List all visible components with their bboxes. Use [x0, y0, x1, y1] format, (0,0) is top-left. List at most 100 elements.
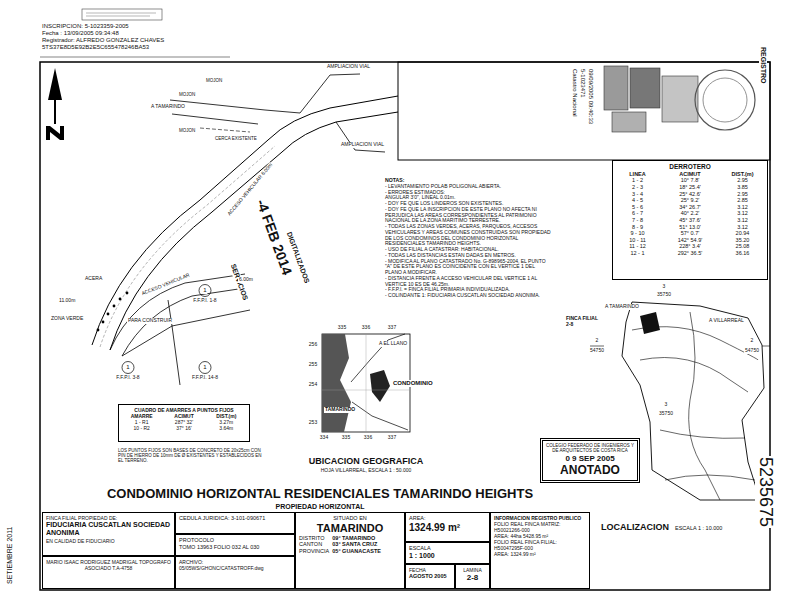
location-map-label: 254	[308, 382, 318, 388]
plan-label: AMPLIACION VIAL	[340, 142, 385, 148]
plan-label: AMPLIACION VIAL	[326, 64, 371, 70]
box-text: 1324.99 m²	[409, 522, 486, 534]
location-map-label: 335	[341, 435, 351, 441]
box-text: 2.95	[721, 191, 764, 198]
box-text: FECHA	[409, 567, 451, 573]
box-text: TAMARINDO	[299, 522, 401, 535]
box-text: 09° TAMARINDO	[332, 535, 401, 542]
file-cell: ARCHIVO:05/05WS/GHONC/CATASTROFF.dwg	[175, 556, 295, 589]
margin-date: SETIEMBRE 2011	[6, 526, 14, 585]
box-text: TOMO 13963 FOLIO 032 AL 030	[179, 544, 291, 551]
cadastre-stamp-text: REGISTRO	[759, 46, 767, 85]
protocol-cell: PROTOCOLOTOMO 13963 FOLIO 032 AL 030	[175, 534, 295, 556]
plan-label: MOJON	[178, 92, 196, 97]
lot-callout-circle	[122, 362, 134, 374]
stamp-underline	[40, 57, 230, 58]
plan-label: MOJON	[205, 78, 223, 83]
subject-lot	[640, 312, 660, 334]
box-text: 12 - 1	[616, 250, 659, 257]
sheet-frame	[40, 62, 770, 590]
plan-label: CERCA EXISTENTE	[214, 136, 258, 141]
box-text: ESCALA	[409, 545, 486, 552]
box-text: 3.85	[721, 184, 764, 191]
box-text: 6 - 7	[616, 210, 659, 217]
plan-label: 11.00m	[58, 298, 76, 304]
localization-map-label: 35750	[656, 292, 672, 298]
localization-map-label: LOCALIZACION	[600, 522, 670, 532]
cadastre-stamp-text: Catastro Nacional	[571, 68, 578, 118]
road-edge	[92, 96, 398, 345]
localization-map-label: A TAMARINDO	[604, 304, 640, 310]
plan-label: 6.00m	[238, 277, 254, 283]
stamp-line	[86, 13, 156, 14]
box-text: 287° 32'	[164, 419, 203, 425]
north-arrow	[48, 68, 62, 100]
box-text: 3.64m	[207, 425, 246, 431]
localization-map-label: 2	[595, 338, 600, 344]
box-text: 36.16	[721, 250, 764, 257]
box-text: 10 - R2	[122, 425, 161, 431]
localization-map-label: 54750	[589, 348, 605, 354]
box-text: AREA: 44ha 5428.95 m²	[494, 533, 586, 539]
registry-stamp-text: Registrador: ALFREDO GONZALEZ CHAVES	[42, 37, 272, 44]
box-text: 3.12	[721, 204, 764, 211]
development-boundary	[622, 302, 764, 500]
registry-seal	[695, 70, 755, 130]
lot-boundary	[172, 326, 180, 385]
road-edge	[172, 114, 258, 124]
registry-box	[398, 62, 770, 160]
registry-stamp-text: INSCRIPCION: 5-1023359-2005	[42, 23, 272, 30]
location-map-label: 336	[361, 325, 371, 331]
fiscal-stamp	[612, 112, 646, 132]
box-text: CUADRO DE AMARRES A PUNTOS FIJOS	[122, 407, 246, 413]
localization-map-label: ESCALA 1 : 10.000	[674, 525, 723, 531]
box-text: MARIO ISAAC RODRIGUEZ MADRIGAL TOPOGRAFO…	[46, 559, 171, 571]
box-text: DIST.(m)	[207, 413, 246, 419]
sidewalk-dot	[119, 298, 122, 301]
fiscal-stamp	[604, 66, 628, 110]
coordinate-tick	[762, 346, 770, 347]
localization-map-label: FINCA FILIAL 2-8	[565, 316, 601, 328]
north-arrow-shaft	[54, 100, 56, 124]
box-text: ACIMUT	[662, 171, 718, 178]
plan-label: ACERA	[84, 276, 103, 282]
location-map-label: 334	[319, 435, 329, 441]
box-text: SITUADO EN	[299, 515, 401, 522]
box-text: 3 - 4	[616, 191, 659, 198]
box-text: 40° 2.2'	[662, 210, 718, 217]
box-text: AGOSTO 2005	[409, 573, 451, 580]
fiscal-stamp	[630, 68, 660, 108]
sidewalk-dot	[97, 329, 100, 332]
plan-label: 1	[202, 364, 207, 371]
plan-label: F.F.P.I. 3-8	[115, 375, 140, 381]
tie-table: CUADRO DE AMARRES A PUNTOS FIJOSAMARREAC…	[118, 404, 250, 442]
plan-label: 1	[125, 364, 130, 371]
location-map-label: 255	[308, 362, 318, 368]
sidewalk-dot	[102, 321, 105, 324]
box-text: 142° 54.9'	[662, 237, 718, 244]
location-cell: SITUADO ENTAMARINDODISTRITO09° TAMARINDO…	[295, 512, 405, 589]
box-text: 3.27m	[207, 419, 246, 425]
location-map-label: 336	[363, 435, 373, 441]
sidewalk-dot	[126, 292, 129, 295]
registry-stamp-text: Fecha : 13/09/2005 09:34:48	[42, 30, 272, 37]
localization-map-label: 3	[662, 284, 667, 290]
engineers-stamp: COLEGIO FEDERADO DE INGENIEROS Y DE ARQU…	[540, 438, 640, 483]
location-map-label: TAMARINDO	[324, 407, 356, 413]
box-text: ACIMUT	[164, 413, 203, 419]
notes-block: NOTAS:- LEVANTAMIENTO POLAB POLIGONAL AB…	[385, 178, 553, 299]
registry-cell: INFORMACION REGISTRO PUBLICOFOLIO REAL F…	[490, 512, 590, 589]
plan-label: MOJON	[178, 128, 196, 133]
box-text: 9 - 10	[616, 230, 659, 237]
sidewalk-dot	[107, 313, 110, 316]
box-text: 25.08	[721, 243, 764, 250]
box-text: AMARRE	[122, 413, 161, 419]
box-text: ANOTADO	[546, 463, 634, 477]
sidewalk-hatch	[97, 292, 129, 332]
box-text: FOLIO REAL FINCA MATRIZ: H50021266-000	[494, 521, 586, 533]
box-text: LINEA	[616, 171, 659, 178]
note-text: - DOY FE QUE LA INSCRIPCION DE ESTE PLAN…	[385, 207, 553, 224]
road-edge	[110, 112, 398, 350]
